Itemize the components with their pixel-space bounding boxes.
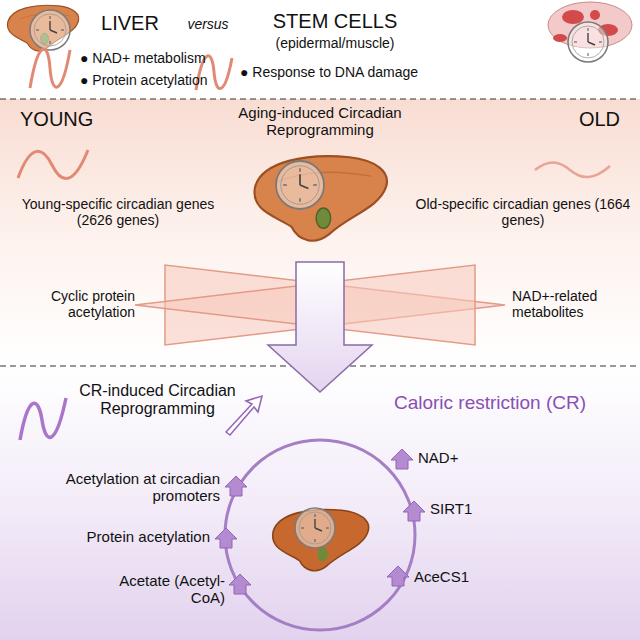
versus-word: versus bbox=[178, 16, 238, 32]
bullet-item: ● Response to DNA damage bbox=[240, 64, 500, 80]
cycle-step: AceCS1 bbox=[414, 568, 504, 585]
cycle-step: Protein acetylation bbox=[50, 528, 210, 545]
organ-title: LIVER bbox=[95, 12, 165, 35]
cycle-step: Acetate (Acetyl-CoA) bbox=[100, 572, 225, 607]
age-title: OLD bbox=[520, 108, 620, 131]
trend-label: NAD+-related metabolites bbox=[512, 288, 634, 320]
subtitle: (epidermal/muscle) bbox=[245, 35, 425, 51]
gene-count: Old-specific circadian genes (1664 genes… bbox=[412, 196, 634, 228]
cycle-step: SIRT1 bbox=[430, 500, 510, 517]
gene-count: Young-specific circadian genes (2626 gen… bbox=[8, 196, 228, 228]
stem-cells-icon bbox=[548, 2, 632, 62]
trend-label: Cyclic protein acetylation bbox=[10, 288, 135, 320]
bullet-item: ● NAD+ metabolism bbox=[80, 50, 270, 66]
panel-heading: CR-induced Circadian Reprogramming bbox=[70, 382, 245, 419]
intervention-title: Caloric restriction (CR) bbox=[360, 392, 620, 414]
organ-title: STEM CELLS bbox=[245, 10, 425, 33]
age-title: YOUNG bbox=[20, 108, 120, 131]
panel-heading: Aging-induced Circadian Reprogramming bbox=[225, 104, 415, 139]
cycle-step: NAD+ bbox=[418, 449, 498, 466]
cycle-step: Acetylation at circadian promoters bbox=[60, 470, 220, 505]
